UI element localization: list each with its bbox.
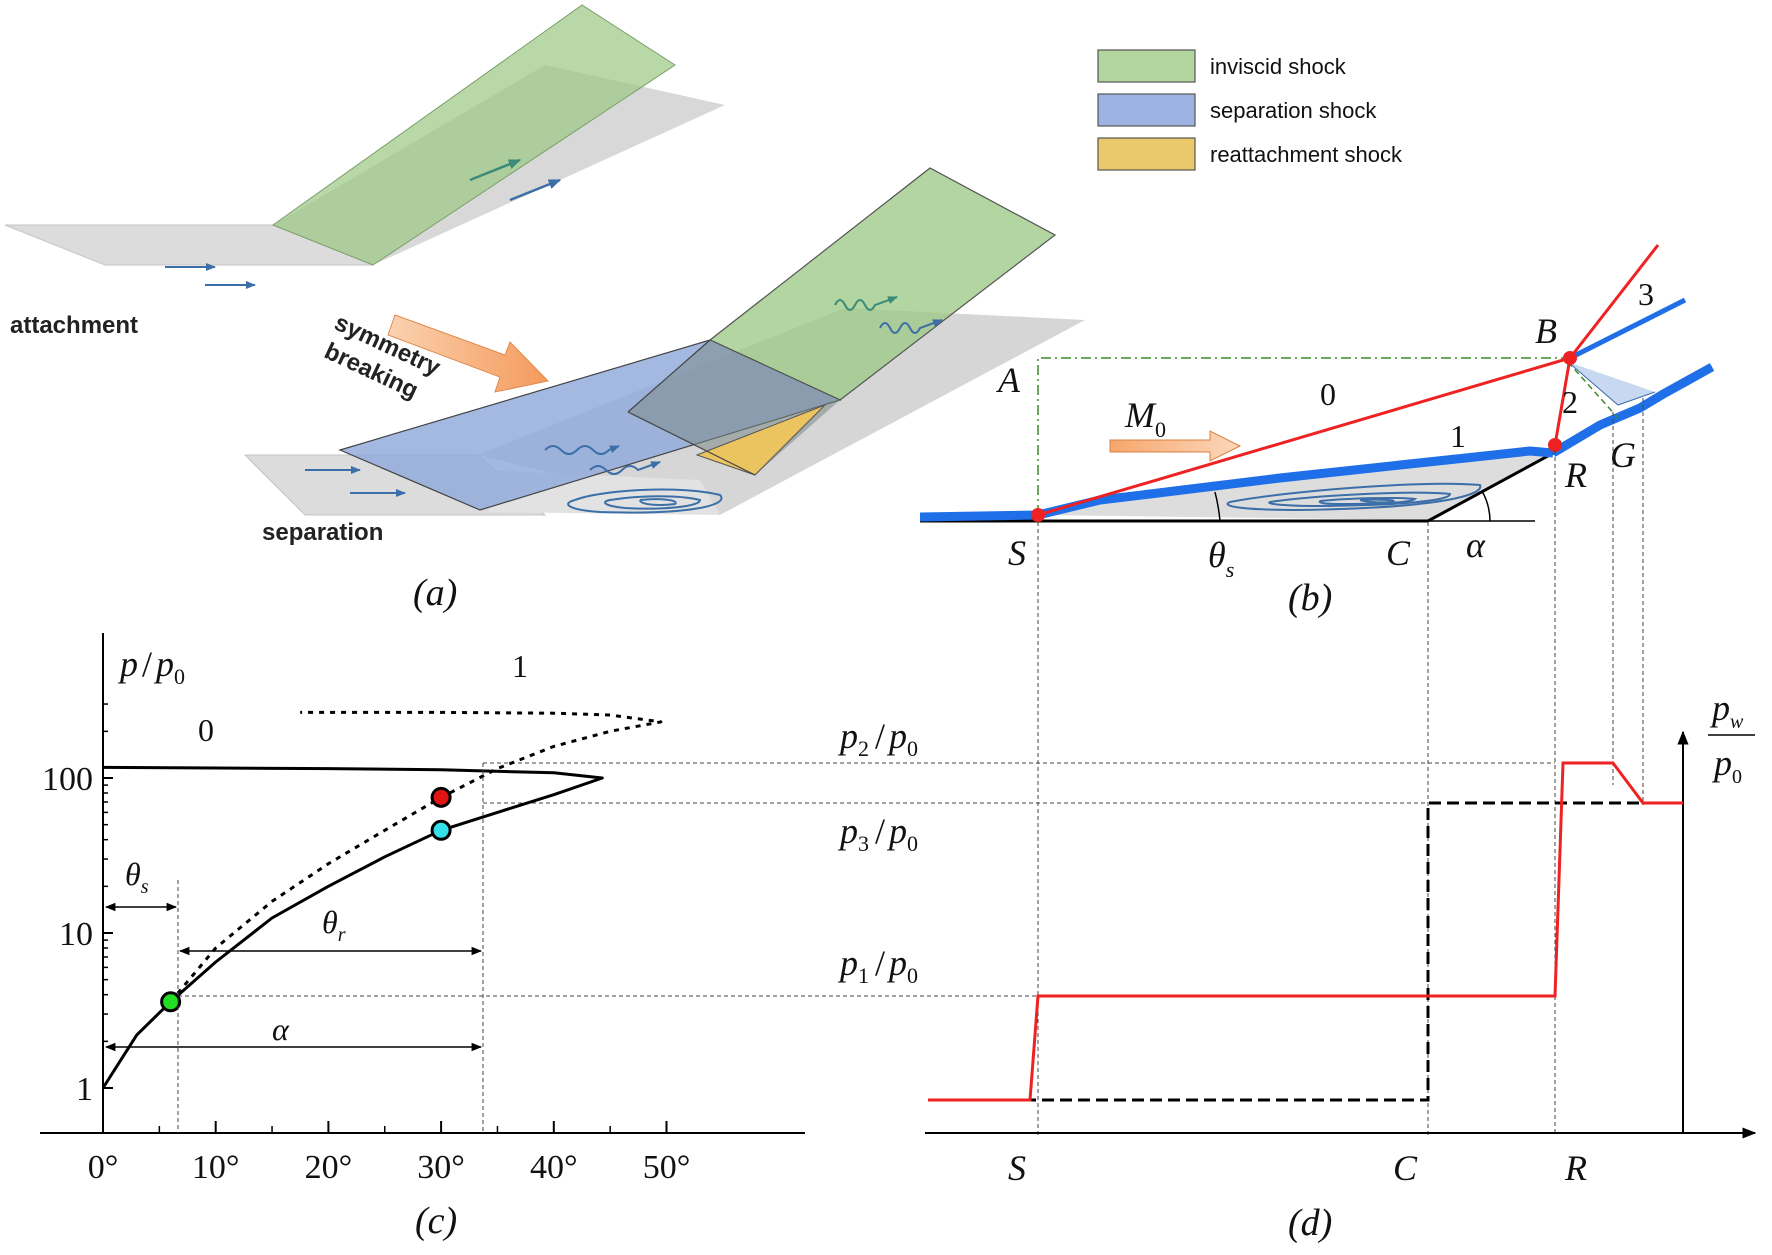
point-S-marker [1031,508,1045,522]
d-x-S-label: S [1008,1148,1026,1188]
curve-0-label: 0 [198,712,214,748]
panel-a: attachment symmetry breaking separatio [4,4,1085,614]
point-R-marker [1548,438,1562,452]
d-x-R-label: R [1564,1148,1587,1188]
edge [627,339,711,413]
slip-line [1568,297,1687,361]
flow-arrow [469,158,522,182]
c-xticks: 0° 10° 20° 30° 40° 50° [88,1121,691,1186]
c-ytick-label: 1 [76,1071,93,1108]
inviscid-pressure-curve [970,801,1683,1102]
green-marker [160,991,182,1013]
panel-b: M0 A B S C R G 0 1 2 3 θs α (b) [919,244,1715,619]
d-ylabel-num: pw [1709,688,1744,733]
projection-lines [1037,398,1644,1135]
legend-swatch-inviscid [1097,49,1196,83]
panel-a-caption: (a) [413,572,457,614]
c-xtick-label: 30° [417,1149,465,1186]
panel-d: pw p0 p2/p0 p3/p0 p1/p0 S C R (d) [837,688,1757,1244]
theta-s-label: θs [1208,535,1234,582]
mach-label: M0 [1124,395,1166,442]
panel-c-caption: (c) [415,1200,457,1242]
legend-label-reattachment: reattachment shock [1210,142,1403,167]
c-ytick-label: 100 [42,761,93,798]
legend-label-separation: separation shock [1210,98,1377,123]
theta-s-arc [1214,491,1221,522]
region-3-label: 3 [1638,276,1654,312]
reattached-layer [1550,363,1715,457]
c-theta-s-label: θs [125,856,149,898]
point-A-label: A [996,360,1021,400]
recirculation-vortex [567,488,723,514]
wavy-flow-arrow [879,319,943,334]
wavy-flow-arrow [834,296,898,311]
alpha-label: α [1466,525,1486,565]
point-B-label: B [1535,311,1557,351]
cyan-marker [430,819,452,841]
c-xtick-label: 20° [305,1149,353,1186]
reattachment-shock-line [1553,357,1572,446]
c-yticks: 1 10 100 [42,703,113,1108]
red-marker [430,786,452,808]
region-0-label: 0 [1320,376,1336,412]
reference-dashed-G [1567,361,1619,419]
p1-label: p1/p0 [837,943,918,988]
legend: inviscid shock separation shock reattach… [1097,49,1403,171]
region-2-label: 2 [1562,384,1578,420]
legend-swatch-reattachment [1097,137,1196,171]
horizontal-projection-lines [178,762,1555,997]
separated-pressure-curve [928,761,1683,1102]
point-B-marker [1563,351,1577,365]
symmetry-breaking-text: symmetry breaking [320,309,445,404]
curve-1 [169,710,663,1003]
point-C-label: C [1386,533,1411,573]
mach-arrow [1109,430,1242,462]
region-1-label: 1 [1450,418,1466,454]
point-R-label: R [1564,455,1587,495]
panel-d-caption: (d) [1288,1202,1332,1244]
c-xtick-label: 0° [88,1149,119,1186]
flow-arrow [509,178,562,202]
d-x-C-label: C [1393,1148,1418,1188]
c-xtick-label: 10° [192,1149,240,1186]
reattachment-shock [695,404,826,476]
attachment-label: attachment [10,312,138,339]
transmitted-shock [1568,244,1660,359]
point-G-label: G [1610,435,1636,475]
curve-1-label: 1 [512,648,528,684]
c-ytick-label: 10 [59,916,93,953]
p3-label: p3/p0 [837,811,918,856]
wavy-flow-arrow [589,461,661,475]
d-ylabel-den: p0 [1711,743,1742,788]
p2-label: p2/p0 [837,716,918,761]
curve-0 [101,765,604,1089]
c-xtick-label: 50° [643,1149,691,1186]
edge [627,411,756,476]
c-ylabel: p/p0 [117,644,185,689]
c-xtick-label: 40° [530,1149,578,1186]
expansion-fan [1567,361,1656,406]
separation-shock-line [1037,356,1571,517]
panel-b-caption: (b) [1288,577,1332,619]
bubble-vortex [1226,482,1482,512]
symmetry-breaking-arrow [387,314,549,393]
legend-label-inviscid: inviscid shock [1210,54,1347,79]
wavy-flow-arrow [544,445,620,455]
c-theta-r-label: θr [322,904,346,946]
separation-label: separation [262,519,383,546]
inviscid-shock-top [271,4,676,266]
c-curves [101,710,663,1089]
legend-swatch-separation [1097,93,1196,127]
c-alpha-label: α [272,1011,290,1047]
alpha-arc [1481,490,1491,522]
point-S-label: S [1008,533,1026,573]
